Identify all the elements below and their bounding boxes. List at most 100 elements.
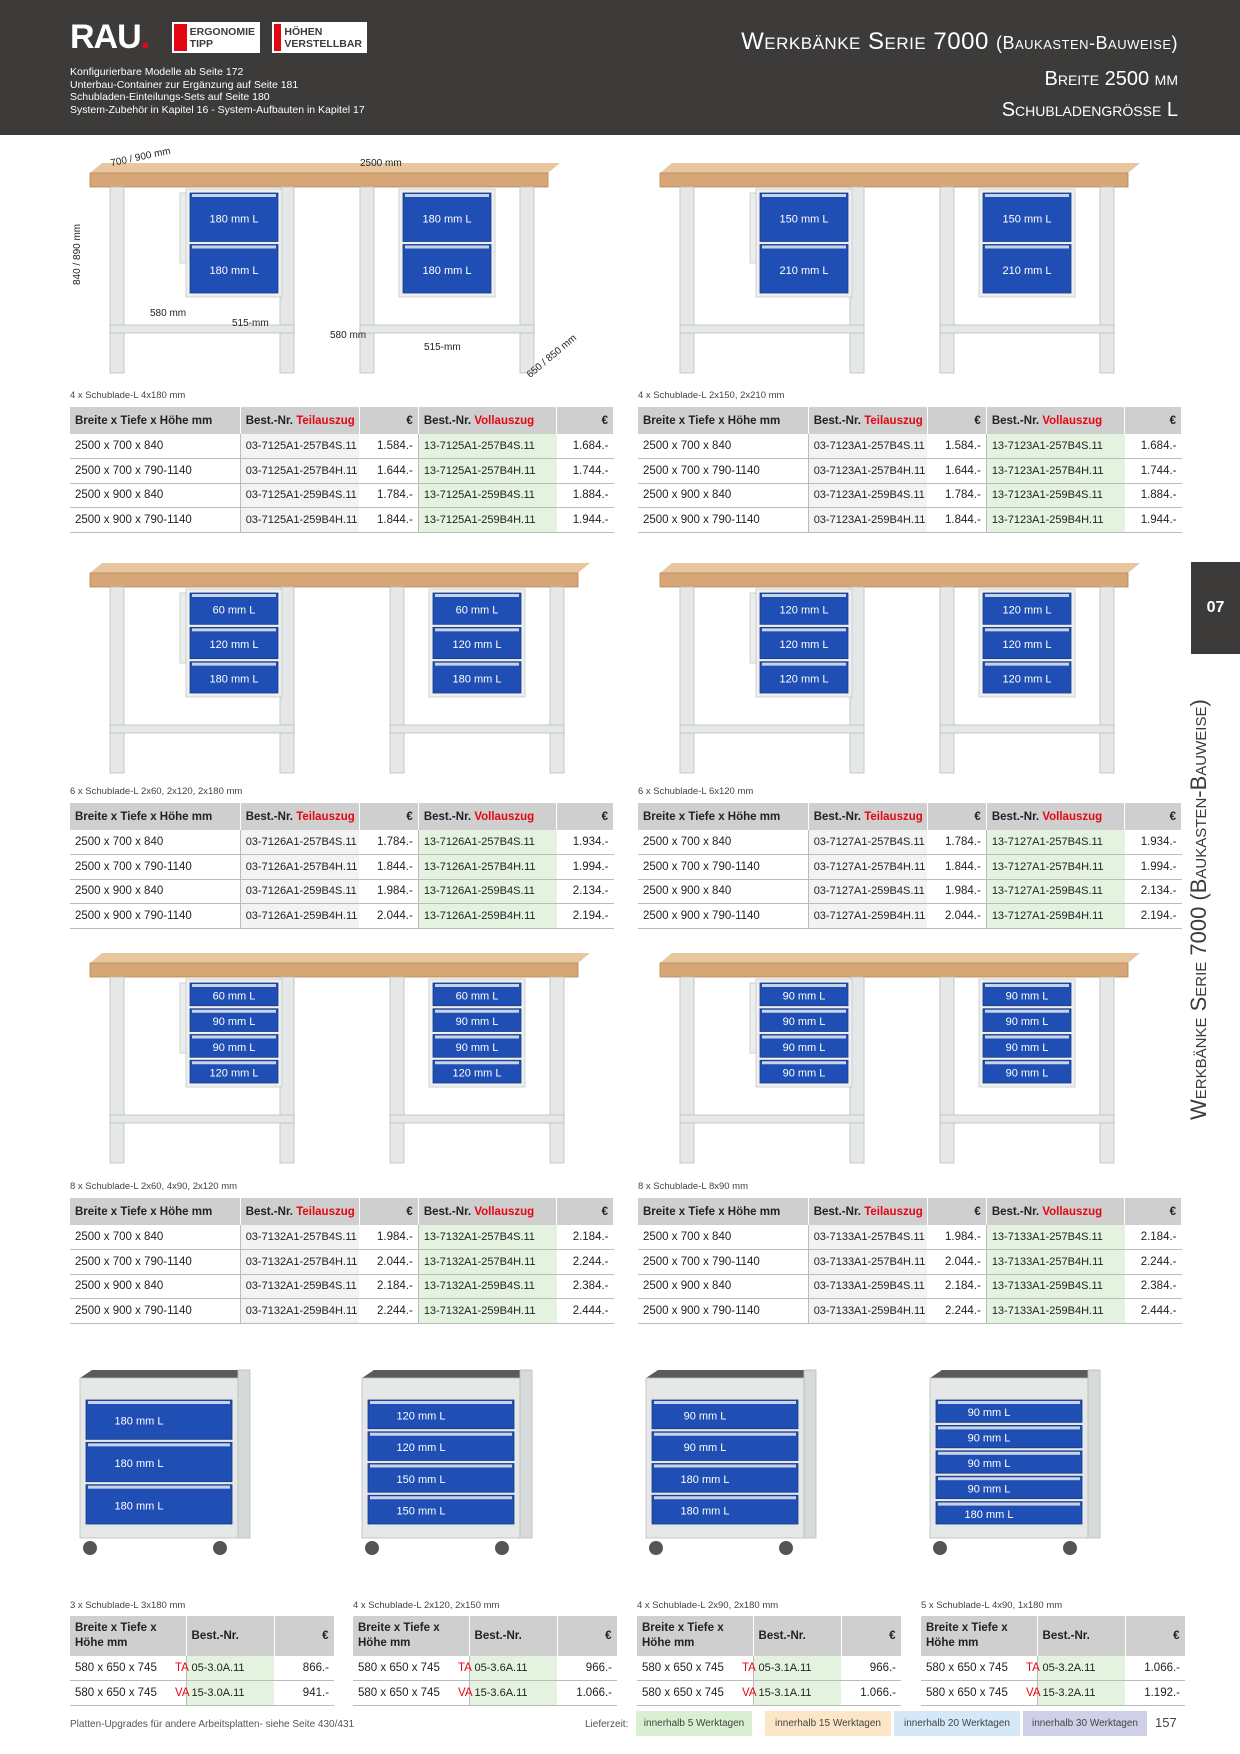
drawer-handle [762, 194, 846, 197]
page-title: Werkbänke Serie 7000 (Baukasten-Bauweise… [741, 28, 1178, 121]
price-voll: 1.934.- [1124, 830, 1182, 855]
drawer-handle [88, 1485, 230, 1489]
bench-rail [939, 1114, 1115, 1124]
price-teil: 2.244.- [359, 1298, 419, 1324]
drawer-label: 90 mm L [968, 1433, 1011, 1445]
col-eur: € [274, 1616, 335, 1656]
col-eur: € [359, 803, 419, 830]
drawer-label: 90 mm L [968, 1407, 1011, 1419]
price-voll: 2.444.- [1124, 1298, 1182, 1324]
article-number-teil: 03-7133A1-259B4S.11 [807, 1274, 928, 1299]
col-dimensions: Breite x Tiefe x Höhe mm [70, 803, 241, 830]
drawer-handle [435, 984, 519, 987]
drawer-front [759, 626, 849, 660]
drawer-front [982, 626, 1072, 660]
dimensions-cell: 2500 x 900 x 840 [70, 483, 241, 508]
dim-515-b: 515-mm [424, 342, 461, 353]
worktop-surface [90, 563, 590, 573]
drawer-handle [938, 1451, 1080, 1455]
price: 941.- [274, 1680, 335, 1706]
drawer-front [982, 1008, 1072, 1032]
dimensions-cell: 2500 x 700 x 840 [70, 830, 241, 855]
bench-leg [1099, 186, 1115, 374]
article-number-teil: 03-7123A1-259B4S.11 [807, 483, 928, 508]
drawer-handle [192, 628, 276, 632]
price-teil: 1.984.- [927, 1225, 987, 1250]
drawer-label: 90 mm L [783, 1068, 826, 1080]
lieferzeit-30: innerhalb 30 Werktagen [1023, 1711, 1147, 1736]
col-best-teil: Best.-Nr. Teilauszug [808, 407, 928, 434]
dimensions-cell: 2500 x 900 x 840 [638, 879, 809, 904]
drawer-handle [985, 662, 1069, 666]
article-number-voll: 13-7126A1-259B4H.11 [417, 903, 557, 929]
drawer-label: 120 mm L [780, 605, 829, 617]
drawer-label: 120 mm L [453, 1068, 502, 1080]
price-voll: 1.684.- [556, 434, 614, 459]
col-eur: € [359, 1198, 419, 1225]
drawer-front [367, 1431, 515, 1461]
cabinet-side [1087, 1369, 1101, 1539]
drawer-front [935, 1450, 1083, 1474]
drawer-label: 90 mm L [968, 1458, 1011, 1470]
drawer-handle [762, 628, 846, 632]
drawer-front [759, 1008, 849, 1032]
drawer-label: 60 mm L [213, 990, 256, 1002]
article-number-teil: 03-7132A1-257B4H.11 [239, 1249, 360, 1275]
price-voll: 2.244.- [556, 1249, 614, 1275]
drawer-handle [192, 194, 276, 197]
dimensions-cell: 580 x 650 x 745 [353, 1656, 453, 1681]
drawer-front [935, 1425, 1083, 1449]
drawer-label: 60 mm L [456, 990, 499, 1002]
drawer-handle [654, 1496, 796, 1500]
dimensions-cell: 2500 x 900 x 790-1140 [638, 1298, 809, 1324]
price-teil: 1.984.- [359, 1225, 419, 1250]
bench-leg [389, 976, 405, 1164]
article-number-teil: 03-7133A1-257B4H.11 [807, 1249, 928, 1275]
drawer-label: 210 mm L [1003, 265, 1052, 277]
drawer-front [402, 192, 492, 242]
price-teil: 1.844.- [359, 507, 419, 533]
cabinet-side [803, 1369, 817, 1539]
article-number-teil: 03-7132A1-259B4H.11 [239, 1298, 360, 1324]
drawer-handle [938, 1477, 1080, 1481]
drawer-label: 180 mm L [453, 673, 502, 685]
article-number-teil: 03-7123A1-259B4H.11 [807, 507, 928, 533]
drawer-handle [192, 245, 276, 249]
price: 1.192.- [1125, 1680, 1186, 1706]
drawer-handle [370, 1464, 512, 1468]
drawer-front [759, 1059, 849, 1084]
dim-580-a: 580 mm [150, 308, 187, 319]
drawer-handle [192, 1035, 276, 1039]
worktop-surface [90, 163, 560, 173]
price-teil: 1.984.- [927, 879, 987, 904]
drawer-label: 150 mm L [397, 1474, 446, 1486]
chapter-tab[interactable]: 07 [1191, 562, 1240, 654]
article-number-teil: 03-7123A1-257B4S.11 [807, 434, 928, 459]
worktop-edge [89, 172, 549, 188]
lieferzeit-15: innerhalb 15 Werktagen [765, 1711, 891, 1736]
dimensions-cell: 2500 x 900 x 790-1140 [70, 1298, 241, 1324]
article-number-voll: 13-7126A1-257B4H.11 [417, 854, 557, 880]
drawer-handle [88, 1401, 230, 1404]
price-teil: 2.184.- [927, 1274, 987, 1299]
bench-leg [109, 186, 125, 374]
variant-tag: TA [170, 1656, 189, 1681]
bench-rail [679, 1114, 865, 1124]
article-number: 15-3.6A.11 [468, 1680, 558, 1706]
price: 1.066.- [1125, 1656, 1186, 1681]
drawer-front [651, 1494, 799, 1525]
rau-logo: RAU. [70, 18, 150, 56]
cabinet-caption: 4 x Schublade-L 2x120, 2x150 mm [353, 1600, 500, 1611]
